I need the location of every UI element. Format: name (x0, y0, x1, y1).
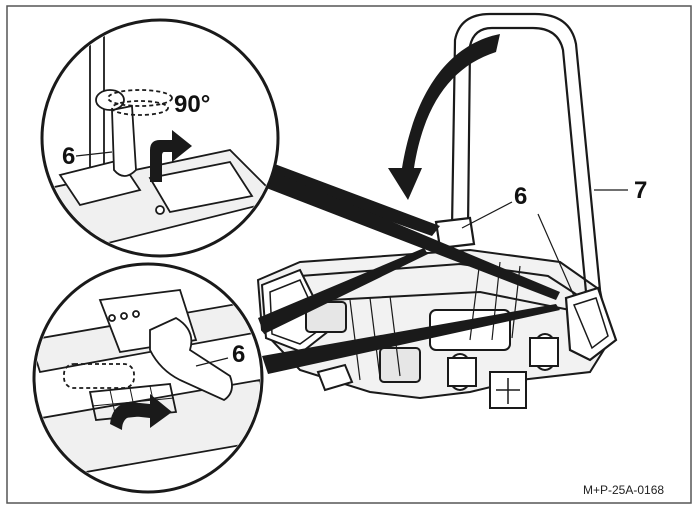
figure-border (6, 5, 692, 504)
rotation-arrow-top (150, 130, 192, 182)
inset-bottom: 6 (32, 262, 264, 494)
leader-lines (256, 160, 560, 374)
label-90-degrees: 90° (174, 91, 210, 118)
label-6-bottom-inset: 6 (232, 341, 245, 368)
rotation-arrow-main (388, 34, 500, 200)
figure-code: M+P-25A-0168 (583, 483, 664, 497)
label-6-main: 6 (514, 183, 527, 210)
u-frame (434, 12, 618, 362)
leader-6-main (461, 201, 513, 229)
rotation-arrow-bottom (110, 394, 172, 430)
label-6-top-inset: 6 (62, 143, 75, 170)
inset-top: 90° 6 (40, 18, 280, 258)
leader-6-bracket (537, 213, 575, 297)
label-7-frame: 7 (634, 177, 647, 204)
